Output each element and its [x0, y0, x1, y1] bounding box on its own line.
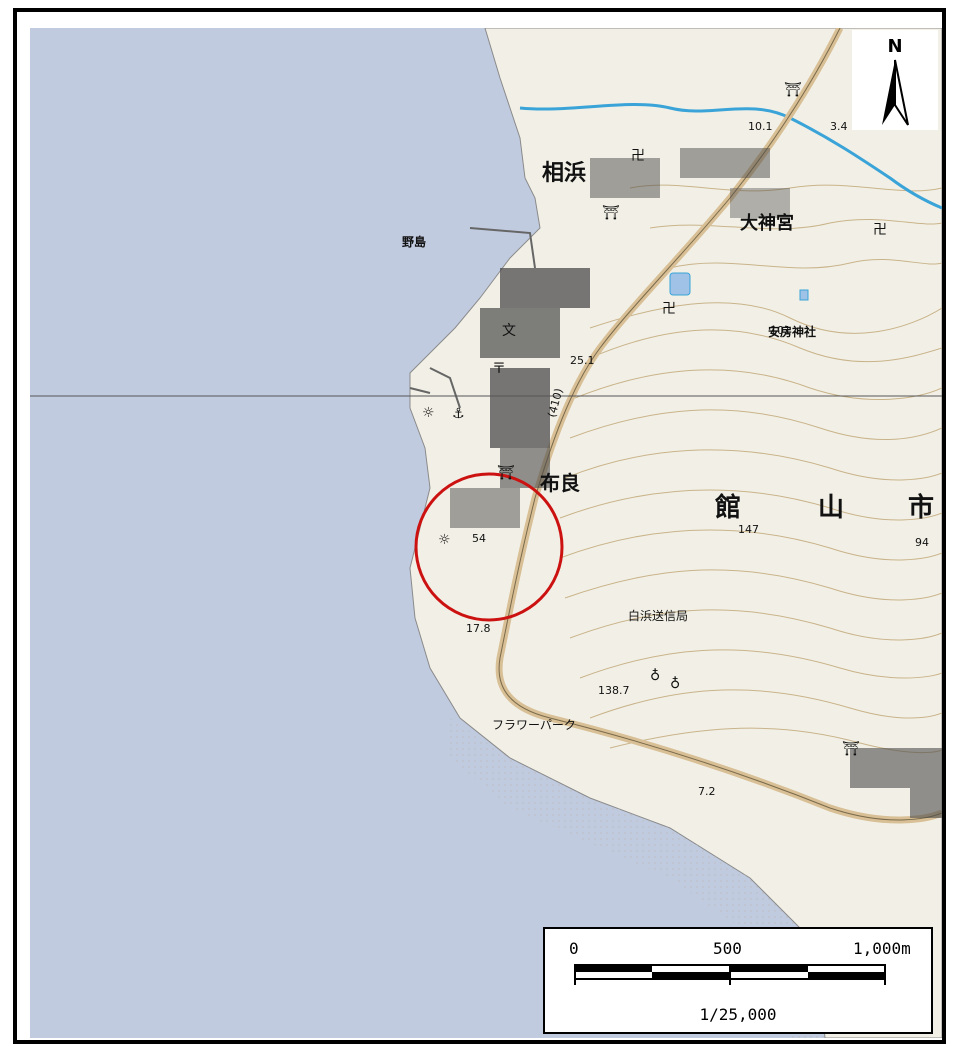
temple-icon: 卍: [662, 301, 676, 317]
label-ookamimiya: 大神宮: [740, 212, 794, 234]
north-arrow-icon: [882, 59, 909, 126]
label-flower-park: フラワーパーク: [492, 718, 576, 732]
lighthouse-icon: ☼: [438, 532, 451, 548]
town-buildings: [450, 148, 942, 818]
label-nojima: 野島: [402, 234, 426, 249]
topographic-map[interactable]: 相浜 大神宮 野島 布良 館 山 市 安房神社 白浜送信局 フラワーパーク (4…: [30, 28, 942, 1038]
harbor-icon: ⚓: [452, 406, 465, 422]
school-icon: 文: [502, 323, 516, 339]
contour-lines: [559, 184, 942, 754]
label-awa-jinja: 安房神社: [768, 324, 816, 339]
scale-tick-0: 0: [569, 939, 579, 958]
elev-17: 17.8: [466, 622, 491, 635]
shrine-icon: ⛩: [784, 82, 802, 98]
north-arrow: N: [852, 30, 938, 130]
label-shirahama: 白浜送信局: [628, 608, 688, 623]
scale-tick-500: 500: [713, 939, 742, 958]
elev-94: 94: [915, 536, 929, 549]
temple-icon: 卍: [631, 148, 645, 164]
location-circle: [414, 472, 564, 622]
elev-138: 138.7: [598, 684, 630, 697]
scale-ratio: 1/25,000: [699, 1005, 777, 1024]
shrine-icon: ⛩: [602, 205, 620, 221]
antenna-icon: ♁: [670, 676, 680, 692]
label-aihama-1: 相浜: [542, 161, 586, 186]
elev-147: 147: [738, 523, 759, 536]
elev-101: 101: [770, 324, 791, 337]
river: [519, 103, 942, 210]
elev-10: 10.1: [748, 120, 773, 133]
label-tateyama-1: 館: [715, 492, 741, 523]
scale-tick-1000: 1,000m: [853, 939, 911, 958]
label-tateyama-3: 市: [908, 492, 934, 523]
label-tateyama-2: 山: [818, 493, 844, 523]
post-office-icon: 〒: [492, 361, 506, 377]
harbor: [409, 227, 536, 409]
lighthouse-icon: ☼: [422, 405, 435, 421]
shrine-icon: ⛩: [842, 741, 860, 757]
elev-3: 3.4: [830, 120, 848, 133]
shrine-icon: ⛩: [497, 465, 515, 481]
elev-25: 25.1: [570, 354, 595, 367]
scale-bar: 0 500 1,000m 1/25,000: [543, 927, 933, 1034]
north-label: N: [887, 36, 903, 57]
elev-54: 54: [472, 532, 486, 545]
label-fura: 布良: [540, 471, 580, 495]
temple-icon: 卍: [873, 222, 887, 238]
antenna-icon: ♁: [650, 668, 660, 684]
map-symbols: ⛩ ⛩ ⛩ ⛩ 卍 卍 卍 文 〒 ☼ ⚓ ☼ ♁ ♁: [422, 82, 887, 757]
scale-bar-graphic: [574, 964, 886, 985]
pond: [669, 272, 691, 296]
elev-7: 7.2: [698, 785, 716, 798]
